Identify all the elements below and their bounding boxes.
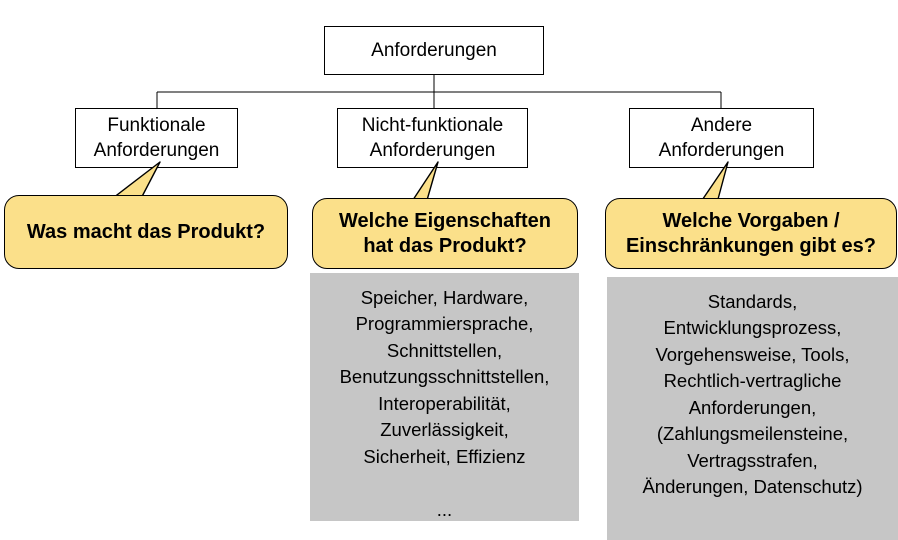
callout-andere-bubble: Welche Vorgaben / Einschränkungen gibt e… <box>605 198 897 269</box>
callout-nicht-funktionale-anforderungen[interactable]: Welche Eigenschaften hat das Produkt? <box>310 161 580 274</box>
node-anforderungen-label: Anforderungen <box>371 39 497 61</box>
callout-andere-anforderungen[interactable]: Welche Vorgaben / Einschränkungen gibt e… <box>602 161 898 274</box>
callout-funktionale-anforderungen[interactable]: Was macht das Produkt? <box>0 161 292 274</box>
callout-nicht-funktionale-text: Welche Eigenschaften hat das Produkt? <box>339 209 551 257</box>
node-funktionale-anforderungen[interactable]: Funktionale Anforderungen <box>75 108 238 168</box>
details-panel-andere: Standards, Entwicklungsprozess, Vorgehen… <box>607 277 898 540</box>
node-funktionale-anforderungen-label: Funktionale Anforderungen <box>93 114 220 161</box>
node-nicht-funktionale-anforderungen-label: Nicht-funktionale Anforderungen <box>361 114 504 161</box>
node-andere-anforderungen[interactable]: Andere Anforderungen <box>629 108 814 168</box>
node-nicht-funktionale-anforderungen[interactable]: Nicht-funktionale Anforderungen <box>337 108 528 168</box>
node-anforderungen[interactable]: Anforderungen <box>324 26 544 75</box>
node-andere-anforderungen-label: Andere Anforderungen <box>658 114 785 161</box>
callout-nicht-funktionale-bubble: Welche Eigenschaften hat das Produkt? <box>312 198 578 269</box>
callout-funktionale-bubble: Was macht das Produkt? <box>4 195 288 269</box>
callout-andere-text: Welche Vorgaben / Einschränkungen gibt e… <box>625 209 877 257</box>
callout-funktionale-text: Was macht das Produkt? <box>26 220 266 243</box>
details-panel-nicht-funktionale: Speicher, Hardware, Programmiersprache, … <box>310 273 579 521</box>
